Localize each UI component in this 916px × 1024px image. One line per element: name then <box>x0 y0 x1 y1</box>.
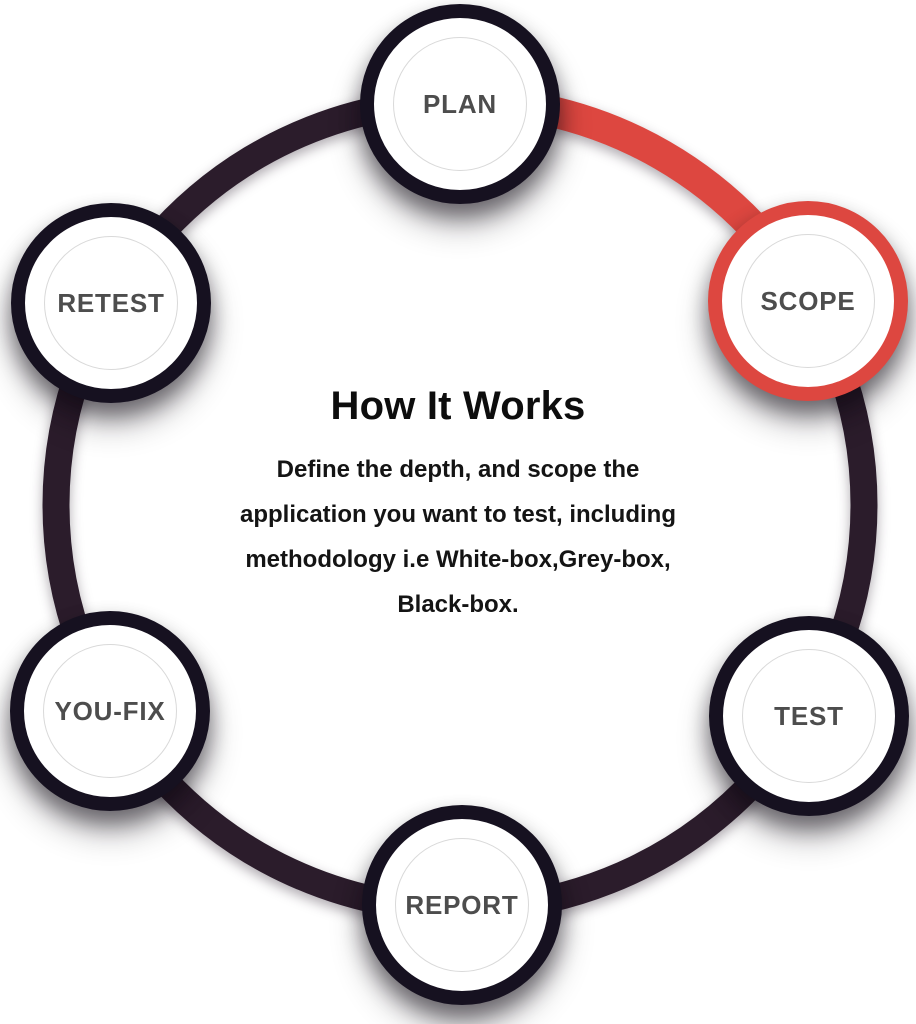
node-label: TEST <box>774 700 844 731</box>
node-label: RETEST <box>57 287 165 318</box>
center-text-block: How It Works Define the depth, and scope… <box>148 384 768 627</box>
step-description: Define the depth, and scope the applicat… <box>148 447 768 627</box>
description-line: application you want to test, including <box>239 501 676 528</box>
node-label: REPORT <box>405 889 519 920</box>
node-label: PLAN <box>423 88 497 119</box>
description-line: Black-box. <box>397 591 519 618</box>
step-node-test[interactable]: TEST <box>709 616 909 816</box>
node-label: YOU-FIX <box>54 695 166 726</box>
step-node-plan[interactable]: PLAN <box>360 4 560 204</box>
description-line: Define the depth, and scope the <box>276 456 640 483</box>
step-node-you-fix[interactable]: YOU-FIX <box>10 611 210 811</box>
description-line: methodology i.e White-box,Grey-box, <box>245 546 671 573</box>
step-node-retest[interactable]: RETEST <box>11 203 211 403</box>
step-node-scope[interactable]: SCOPE <box>708 201 908 401</box>
page-title: How It Works <box>330 384 586 428</box>
node-label: SCOPE <box>760 285 856 316</box>
step-node-report[interactable]: REPORT <box>362 805 562 1005</box>
